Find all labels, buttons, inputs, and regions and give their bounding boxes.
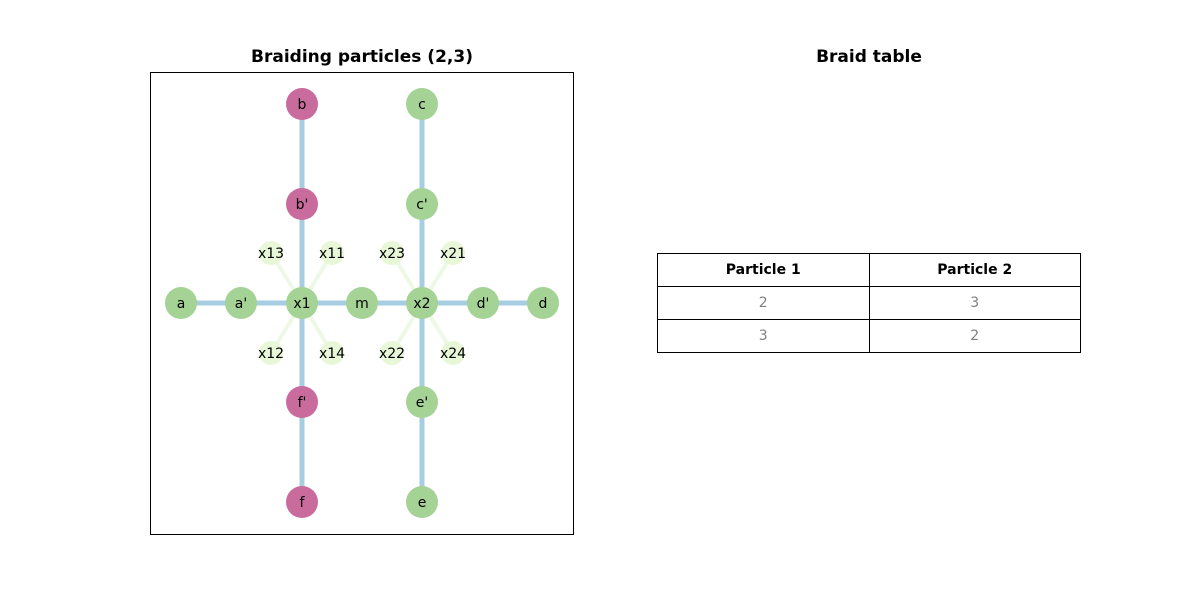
node-label-x11: x11 — [319, 246, 345, 262]
node-label-f: f — [300, 495, 306, 511]
node-label-x2: x2 — [413, 296, 430, 312]
node-e — [406, 486, 438, 518]
node-label-x13: x13 — [258, 246, 284, 262]
table-row: 2 3 — [657, 286, 1081, 320]
node-ep — [406, 386, 438, 418]
node-label-a: a — [177, 296, 186, 312]
node-label-x1: x1 — [293, 296, 310, 312]
table-cell: 2 — [657, 286, 870, 320]
header-particle-1: Particle 1 — [657, 253, 870, 287]
table-title: Braid table — [816, 47, 922, 67]
ghost-node-x21 — [441, 241, 465, 265]
node-label-e: e — [418, 495, 427, 511]
node-d — [527, 287, 559, 319]
table-header-row: Particle 1 Particle 2 — [657, 253, 1081, 287]
ghost-node-x13 — [259, 241, 283, 265]
node-label-x21: x21 — [440, 246, 466, 262]
node-ap — [225, 287, 257, 319]
node-label-x24: x24 — [440, 346, 466, 362]
node-label-ap: a' — [235, 296, 247, 312]
node-label-c: c — [418, 97, 426, 113]
header-particle-2: Particle 2 — [868, 253, 1081, 287]
node-a — [165, 287, 197, 319]
node-dp — [467, 287, 499, 319]
node-label-x12: x12 — [258, 346, 284, 362]
node-cp — [406, 188, 438, 220]
node-label-x23: x23 — [379, 246, 405, 262]
graph-title: Braiding particles (2,3) — [251, 47, 473, 67]
node-label-d: d — [539, 296, 548, 312]
table-cell: 3 — [657, 319, 870, 353]
node-b — [286, 88, 318, 120]
node-label-ep: e' — [416, 395, 428, 411]
ghost-node-x24 — [441, 341, 465, 365]
node-f — [286, 486, 318, 518]
table-cell: 3 — [868, 286, 1081, 320]
ghost-node-x12 — [259, 341, 283, 365]
node-label-cp: c' — [416, 197, 428, 213]
ghost-node-x14 — [320, 341, 344, 365]
braid-table: Particle 1 Particle 2 2 3 3 2 — [657, 253, 1081, 353]
table-cell: 2 — [868, 319, 1081, 353]
ghost-node-x11 — [320, 241, 344, 265]
node-label-bp: b' — [296, 197, 309, 213]
node-m — [346, 287, 378, 319]
graph-panel: a a' x1 m x2 d' d b b' f' f c c' e' e x11 x12 x13 x14 x21 x2… — [150, 72, 574, 535]
node-x1 — [286, 287, 318, 319]
ghost-node-x22 — [380, 341, 404, 365]
node-x2 — [406, 287, 438, 319]
node-bp — [286, 188, 318, 220]
node-label-m: m — [355, 296, 369, 312]
node-fp — [286, 386, 318, 418]
node-c — [406, 88, 438, 120]
node-label-dp: d' — [477, 296, 490, 312]
braid-graph: a a' x1 m x2 d' d b b' f' f c c' e' e x11 x12 x13 x14 x21 x2… — [165, 88, 559, 518]
node-label-x14: x14 — [319, 346, 345, 362]
node-label-b: b — [298, 97, 307, 113]
ghost-node-x23 — [380, 241, 404, 265]
node-label-x22: x22 — [379, 346, 405, 362]
table-row: 3 2 — [657, 319, 1081, 353]
node-label-fp: f' — [298, 395, 307, 411]
